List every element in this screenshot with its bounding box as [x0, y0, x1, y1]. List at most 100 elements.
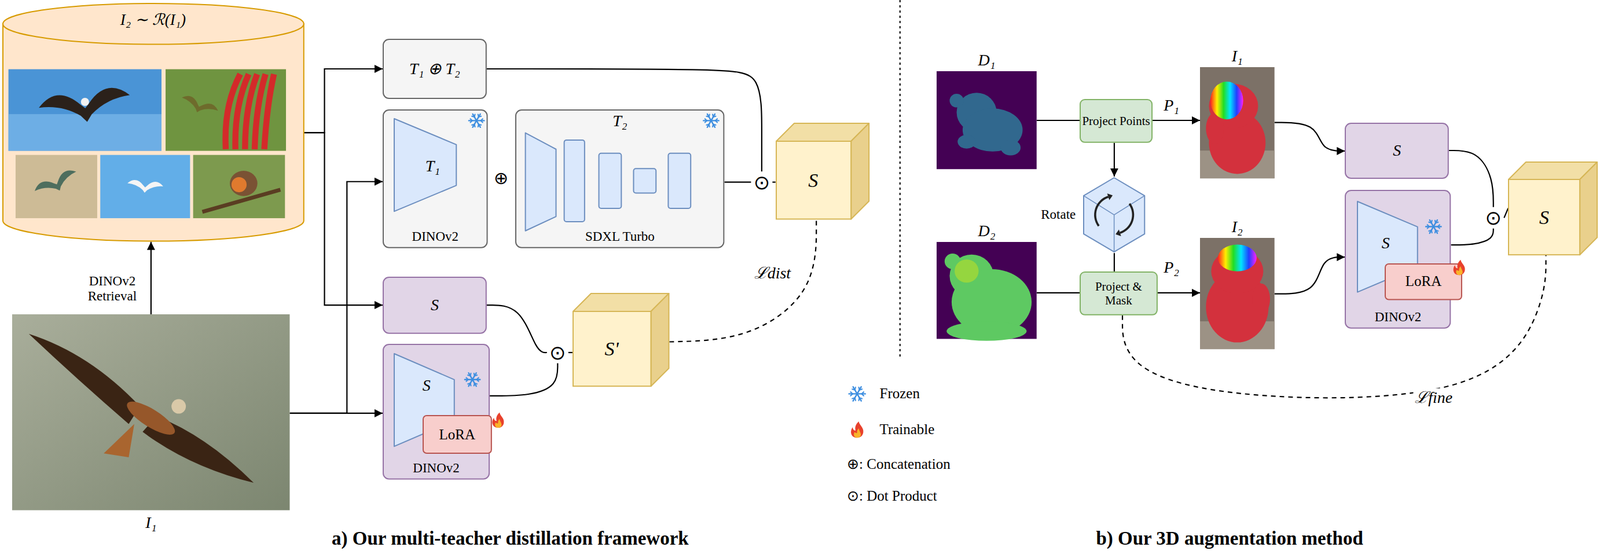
similarity-cube: S' [572, 292, 670, 387]
photo-tile [192, 155, 285, 219]
trapezoid-outline [394, 118, 457, 212]
snowflake-arm [472, 114, 477, 121]
node-shape [1082, 176, 1146, 253]
snowflake-icon [703, 114, 719, 128]
text-holder: ⊙ [750, 171, 773, 193]
depth-object [1000, 140, 1022, 156]
node-caption: DINOv2 [382, 229, 488, 245]
unet-block [668, 152, 692, 208]
cube-side [850, 123, 869, 219]
flow-connector [303, 68, 383, 133]
unet-block [564, 139, 585, 222]
flow-connector [486, 305, 548, 353]
rotate-arrow [1094, 195, 1109, 227]
encoder-trapezoid: T₁ [393, 118, 457, 212]
legend-entry: Frozen [879, 385, 920, 403]
snowflake-arm [711, 120, 716, 127]
bird-silhouette [37, 85, 132, 129]
node-shape [1200, 67, 1275, 179]
rgb-view: I₂ [1200, 237, 1275, 350]
cube-front [573, 311, 651, 387]
edge-label-holder: P₂ [1161, 258, 1181, 277]
node-caption: D₁ [901, 50, 1072, 70]
flame-inner [853, 428, 861, 438]
node-caption: T₂ [515, 111, 725, 131]
text-holder: LoRA [422, 415, 493, 454]
edge-label: P₂ [1161, 258, 1181, 277]
text-holder: T₂ [515, 111, 725, 131]
text-holder: I₂ [1165, 217, 1310, 237]
snowflake-branch [474, 383, 475, 387]
snowflake-branch [712, 123, 714, 127]
eagle-tail [103, 423, 135, 458]
flow-connector [1448, 150, 1494, 208]
node-caption: I₂ [1165, 217, 1310, 237]
process-box: Project Points [1079, 98, 1153, 143]
lora-adapter: LoRA [422, 415, 493, 454]
snowflake-branch [854, 387, 856, 391]
teacher-box: T₁ DINOv2 [382, 109, 488, 249]
teacher-box: T₂ SDXL Turbo [515, 109, 725, 249]
box-label: S [1539, 206, 1550, 229]
snowflake-branch [480, 120, 483, 123]
depth-object [946, 321, 1027, 341]
snowflake-branch [1435, 230, 1436, 234]
text-holder: S [382, 276, 487, 335]
snowflake-icon [464, 372, 480, 387]
rotate-arrowhead [1107, 193, 1113, 200]
edge-label-holder: P₁ [1161, 95, 1181, 115]
legend-entry: ⊙: Dot Product [846, 487, 938, 505]
student-box: SLoRADINOv2 [382, 343, 490, 480]
box-label: S [808, 169, 818, 192]
subfigure-caption: a) Our multi-teacher distillation framew… [331, 527, 689, 550]
fire-icon [1453, 259, 1466, 275]
box-outline [1080, 272, 1158, 315]
snowflake-branch [706, 123, 710, 125]
snowflake-branch [1431, 220, 1433, 224]
node-caption: I₁ [0, 513, 325, 532]
bird-head [80, 97, 89, 106]
bird-silhouette [32, 167, 81, 201]
photo-tile [8, 69, 161, 152]
fire-icon [850, 421, 864, 438]
retrieval-database: I₂ ∼ ℛ(I₁) [2, 2, 305, 242]
box-label: S' [604, 337, 619, 361]
snowflake-branch [470, 373, 472, 377]
legend-text: Trainable [879, 421, 935, 439]
text-holder: DINOv2 [382, 229, 488, 245]
node-shape [936, 241, 1037, 339]
photo-tile [165, 69, 286, 152]
box-outline [383, 39, 487, 99]
snowflake-arm [853, 386, 858, 394]
depth-background [936, 71, 1037, 170]
student-box: S [1344, 122, 1449, 179]
rotate-arrow [1120, 203, 1135, 234]
snowflake-branch [474, 375, 477, 376]
point-colors [1210, 81, 1244, 120]
label-holder: a) Our multi-teacher distillation framew… [331, 527, 689, 550]
snowflake-branch [1437, 226, 1440, 229]
text-holder: S' [572, 311, 651, 387]
snowflake-branch [476, 379, 479, 382]
flow-connector [1036, 292, 1080, 294]
snowflake-branch [478, 115, 482, 117]
cube-side [650, 293, 669, 387]
flow-connector [724, 181, 752, 183]
snowflake-branch [715, 120, 718, 123]
student-box: S [382, 276, 487, 335]
input-photo: I₁ [12, 314, 290, 510]
node-shape [12, 314, 290, 510]
snowflake-branch [1435, 222, 1438, 223]
rotate-arrowhead [1115, 229, 1121, 237]
label-holder: b) Our 3D augmentation method [1095, 527, 1363, 550]
node-caption: SDXL Turbo [515, 229, 725, 245]
node-shape [1507, 161, 1598, 256]
flow-connector [772, 181, 776, 183]
rgb-view: I₁ [1200, 67, 1275, 179]
text-holder: D₁ [901, 50, 1072, 70]
dot-product: ⊙ [547, 342, 569, 364]
flow-connector [489, 363, 558, 396]
box-label: S [430, 295, 439, 315]
cube-front [776, 141, 851, 219]
snowflake-arm [468, 372, 473, 380]
